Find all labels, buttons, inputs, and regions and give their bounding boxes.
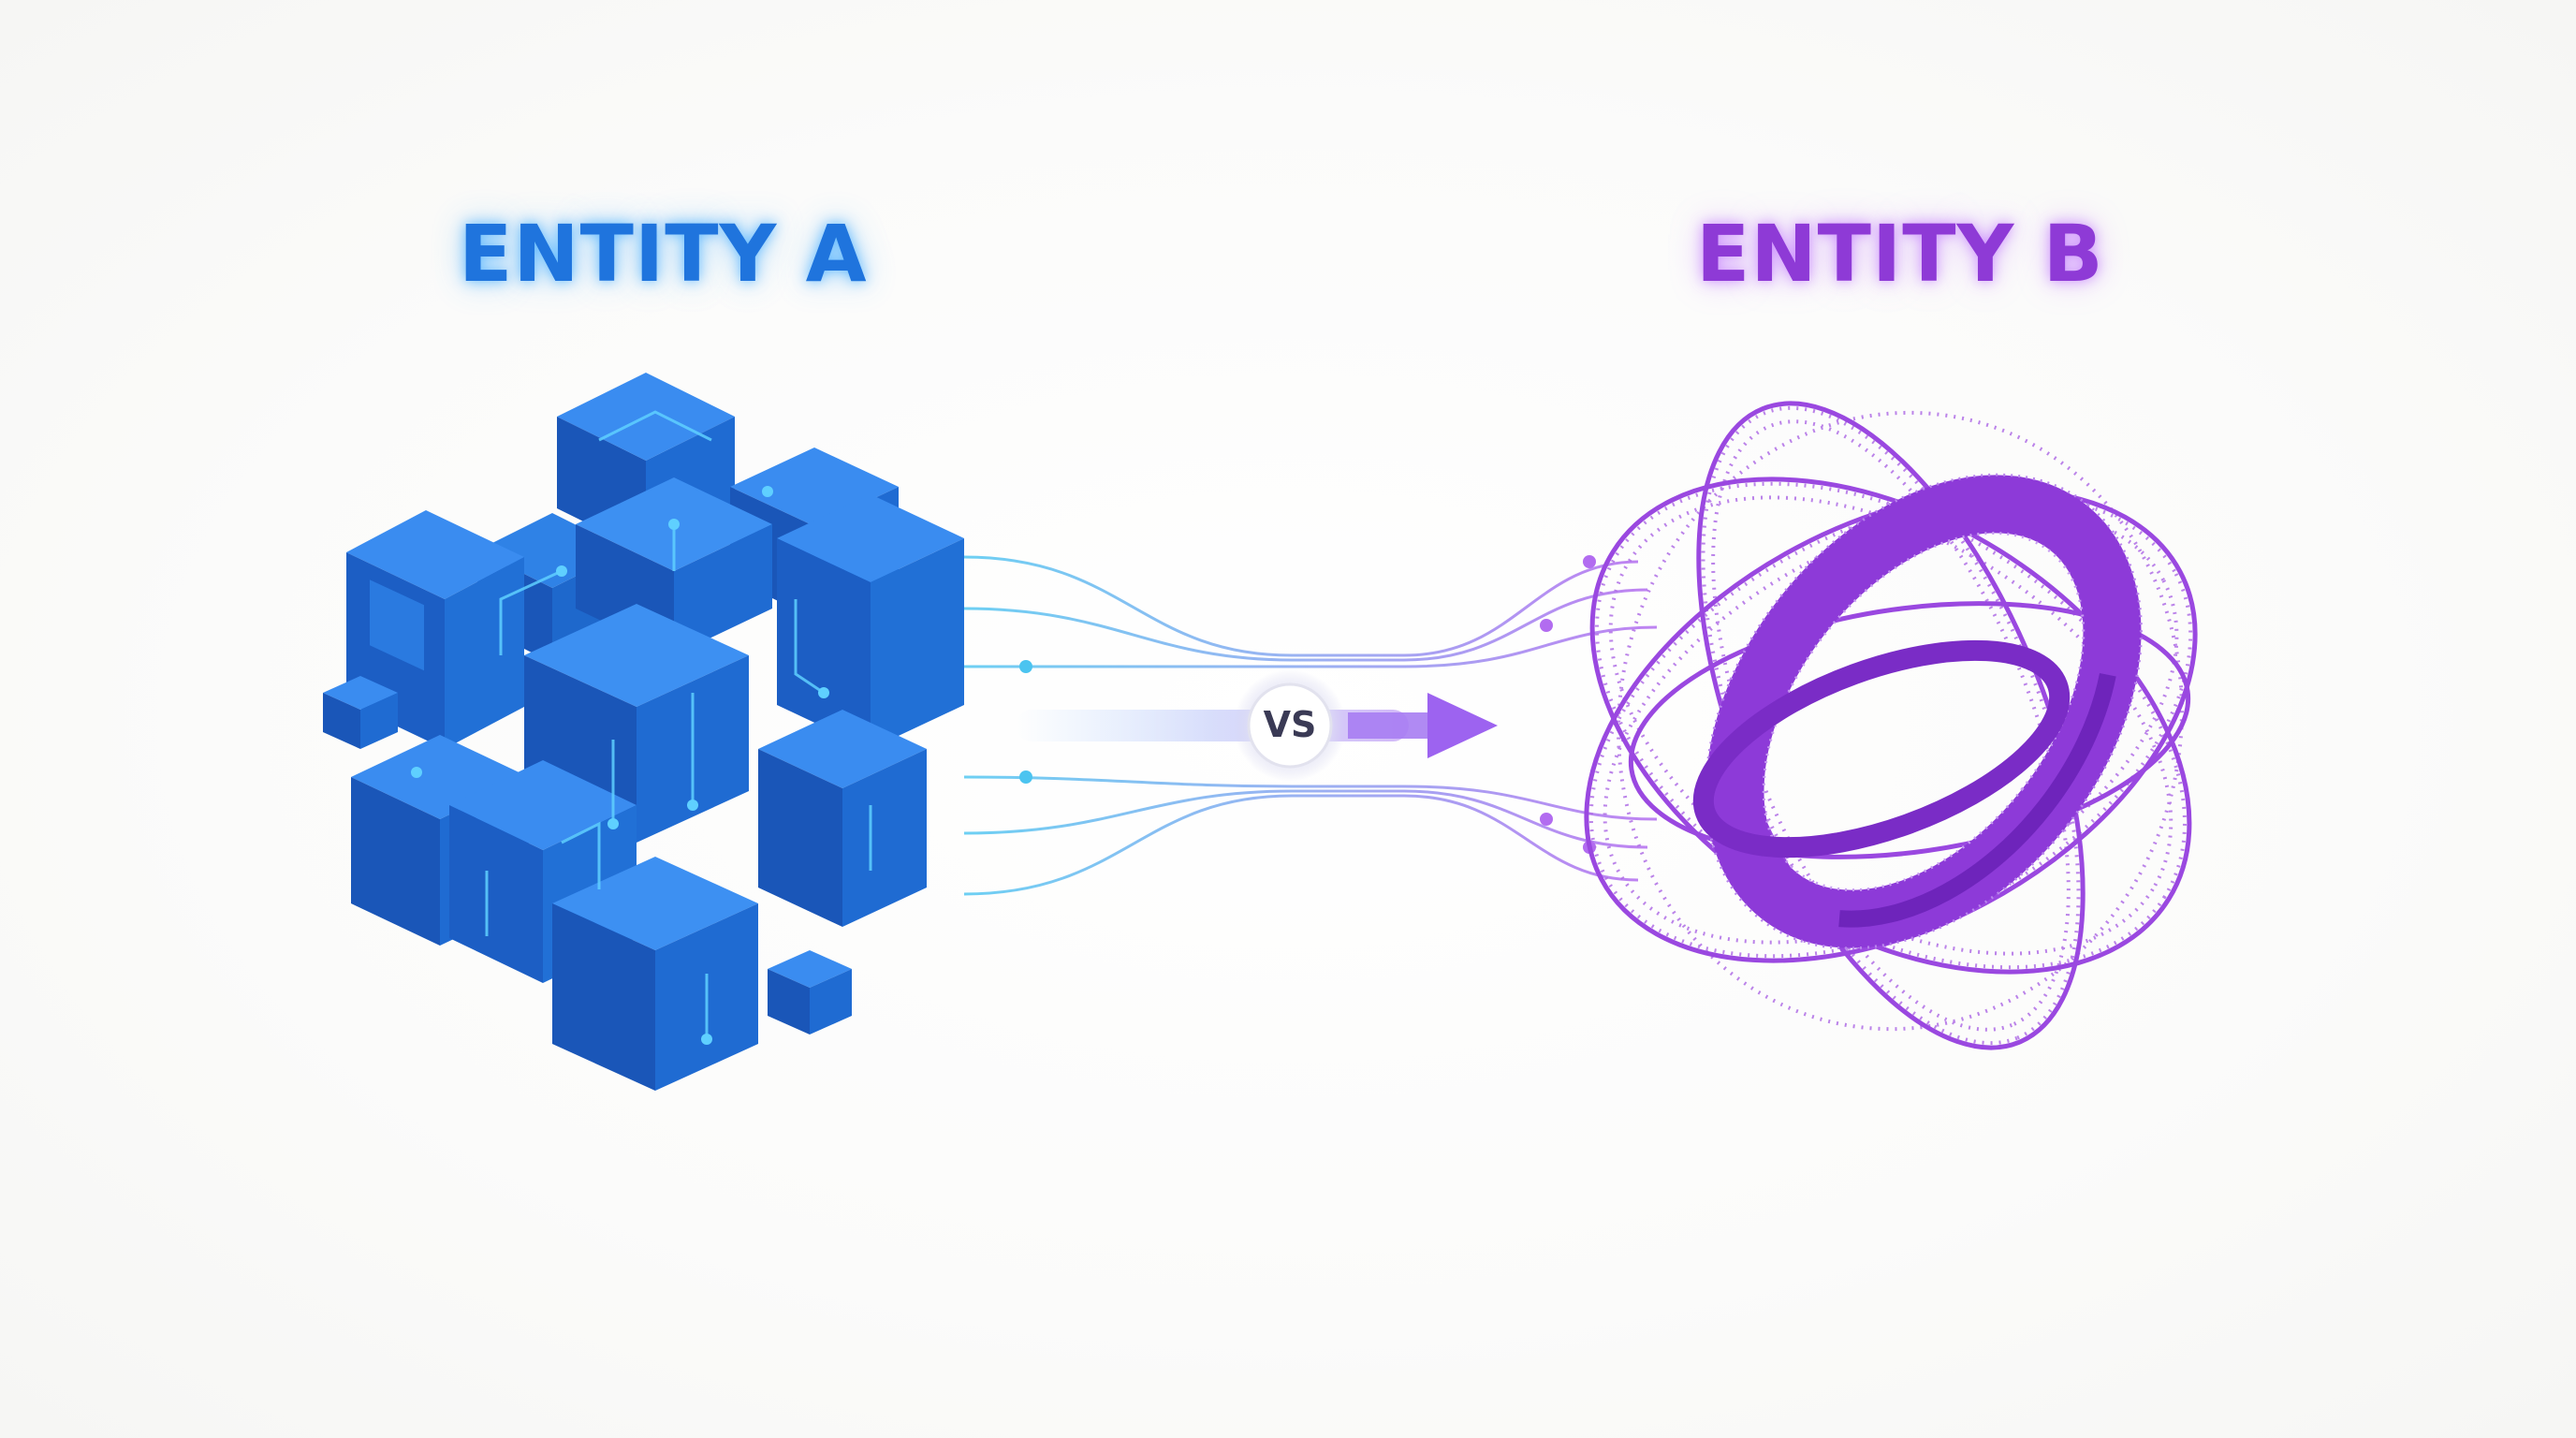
vs-label: VS (1263, 704, 1317, 745)
entity-b-title: ENTITY B (1696, 208, 2104, 300)
cube-cluster-icon (323, 373, 964, 1091)
entity-a-title: ENTITY A (459, 208, 868, 300)
orbital-rings-icon (1584, 401, 2198, 1050)
arrow-right-icon (1348, 693, 1498, 758)
connector-wires (963, 555, 1658, 896)
